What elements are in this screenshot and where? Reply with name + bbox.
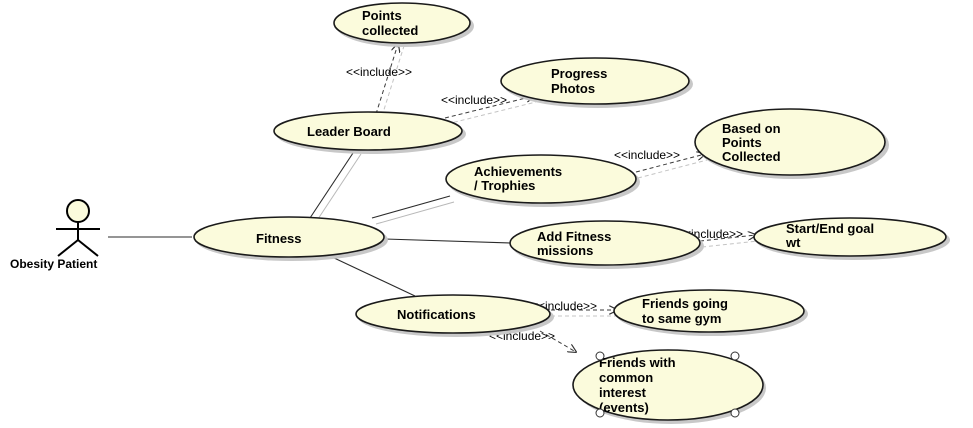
actor-left-leg	[57, 239, 79, 257]
include-ghost	[381, 45, 405, 117]
selection-handle[interactable]	[595, 408, 605, 418]
use-case-label: Points	[722, 135, 762, 150]
use-case-label: Start/End goal	[786, 221, 874, 236]
selection-handle[interactable]	[595, 351, 605, 361]
include-arrow	[635, 154, 705, 173]
use-case-label: Points	[362, 8, 402, 23]
use-case-label: Based on	[722, 121, 781, 136]
include-arrow	[444, 96, 534, 119]
use-case-achievements[interactable]: Achievements/ Trophies	[445, 154, 640, 207]
include-ghost	[637, 159, 708, 179]
use-case-fitness[interactable]: Fitness	[193, 216, 388, 261]
use-case-label: to same gym	[642, 311, 721, 326]
use-case-label: Notifications	[397, 307, 476, 322]
use-case-label: Add Fitness	[537, 229, 611, 244]
use-case-label: Achievements	[474, 164, 562, 179]
use-case-label: Collected	[722, 149, 781, 164]
use-case-label: Leader Board	[307, 124, 391, 139]
use-case-label: Progress	[551, 66, 607, 81]
assoc-fitness-leaderboard	[309, 149, 356, 219]
include-label: <<include>>	[441, 93, 507, 107]
use-case-label: (events)	[599, 400, 649, 415]
use-case-label: collected	[362, 23, 418, 38]
include-label: <<include>>	[614, 148, 680, 162]
selection-handle[interactable]	[730, 351, 740, 361]
use-case-label: Friends going	[642, 296, 728, 311]
actor-head-icon	[66, 199, 90, 223]
assoc-ghost	[315, 153, 362, 223]
use-case-leader-board[interactable]: Leader Board	[273, 111, 466, 154]
include-ghost	[446, 101, 537, 125]
actor-label: Obesity Patient	[10, 257, 97, 271]
association-lines	[108, 149, 511, 297]
assoc-ghost	[375, 201, 455, 225]
include-label: <<include>>	[346, 65, 412, 79]
use-case-label: Friends with	[599, 355, 676, 370]
assoc-fitness-notifications	[331, 256, 416, 297]
use-case-label: interest	[599, 385, 647, 400]
svg-text:Achievements/ Trophies: Achievements/ Trophies	[474, 164, 562, 193]
include-arrow	[699, 235, 756, 242]
actor-obesity-patient[interactable]: Obesity Patient	[10, 199, 100, 271]
include-arrow	[375, 44, 398, 115]
use-case-label: common	[599, 370, 653, 385]
use-case-label: Fitness	[256, 231, 302, 246]
actor-right-leg	[77, 239, 99, 257]
use-case-label: / Trophies	[474, 178, 535, 193]
selection-handle[interactable]	[730, 408, 740, 418]
use-case-label: missions	[537, 243, 593, 258]
include-ghost	[701, 240, 759, 248]
use-case-notifications[interactable]: Notifications	[355, 294, 554, 337]
use-case-label: wt	[785, 235, 801, 250]
use-case-label: Photos	[551, 81, 595, 96]
assoc-fitness-missions	[384, 238, 511, 244]
assoc-fitness-achievements	[371, 195, 451, 219]
